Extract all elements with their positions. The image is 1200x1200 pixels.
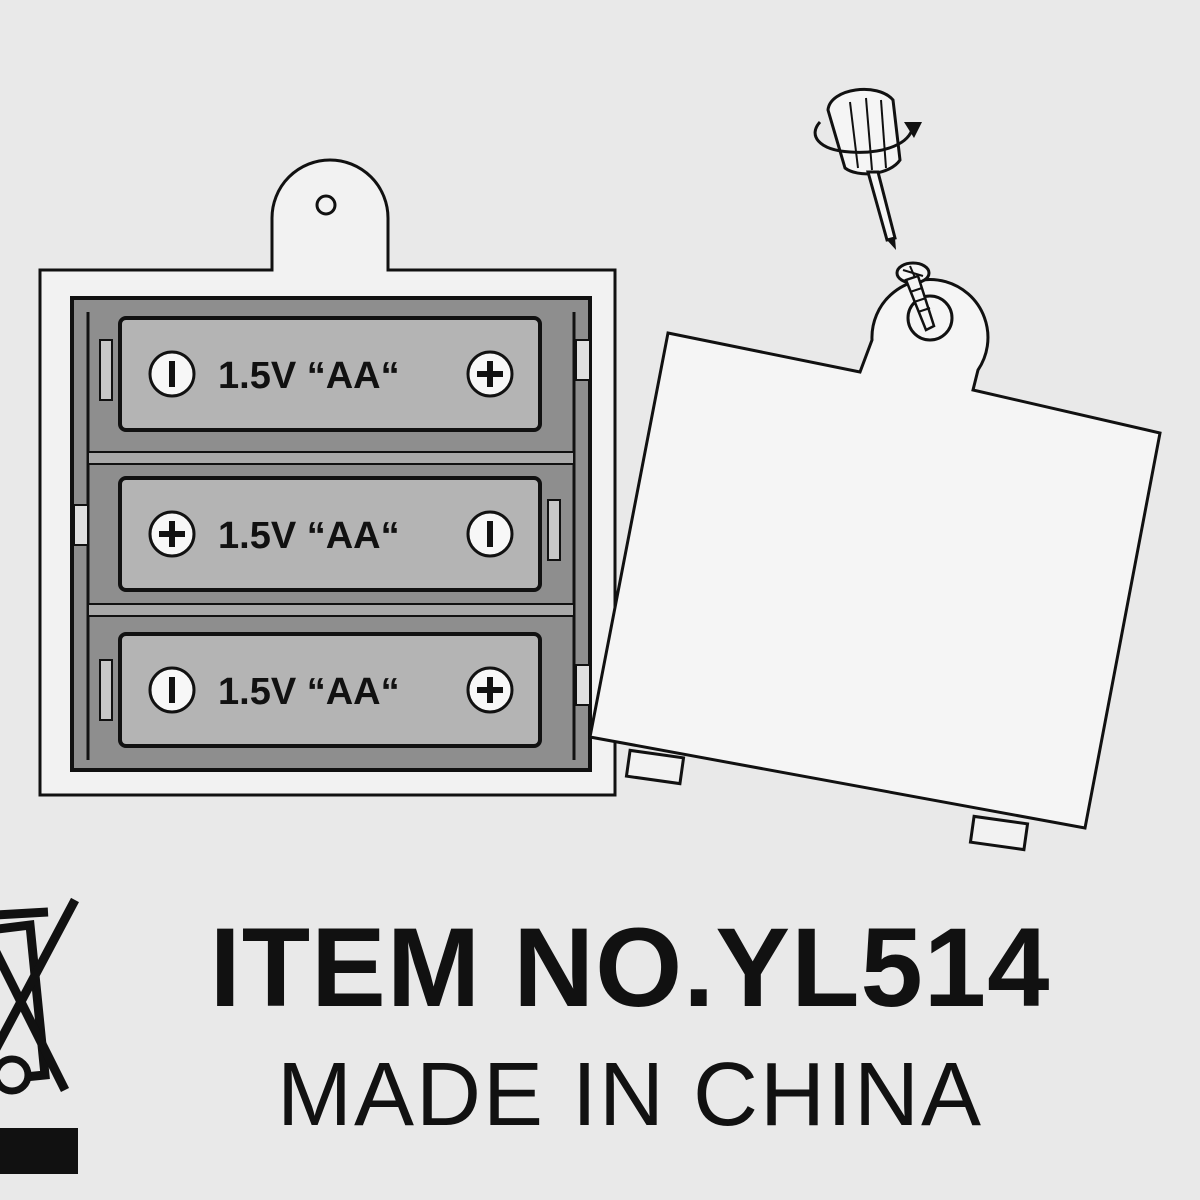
battery-cover-icon — [588, 278, 1162, 852]
battery-label: 1.5V “AA“ — [218, 515, 400, 557]
battery-label: 1.5V “AA“ — [218, 671, 400, 713]
battery-3: 1.5V “AA“ — [118, 632, 542, 748]
rotate-arrow-icon — [813, 120, 914, 154]
weee-bin-icon — [0, 897, 79, 1174]
battery-2: 1.5V “AA“ — [118, 476, 542, 592]
screwdriver-icon — [813, 87, 922, 250]
hanging-hole-icon — [315, 194, 337, 216]
weee-bar — [0, 1128, 78, 1174]
screw-icon — [895, 261, 936, 332]
battery-1: 1.5V “AA“ — [118, 316, 542, 432]
battery-label: 1.5V “AA“ — [218, 355, 400, 397]
item-number-text: ITEM NO.YL514 — [209, 905, 1051, 1030]
battery-compartment-icon: 1.5V “AA“ 1.5V “AA“ 1.5V “AA“ — [38, 158, 617, 797]
origin-text: MADE IN CHINA — [276, 1045, 984, 1145]
